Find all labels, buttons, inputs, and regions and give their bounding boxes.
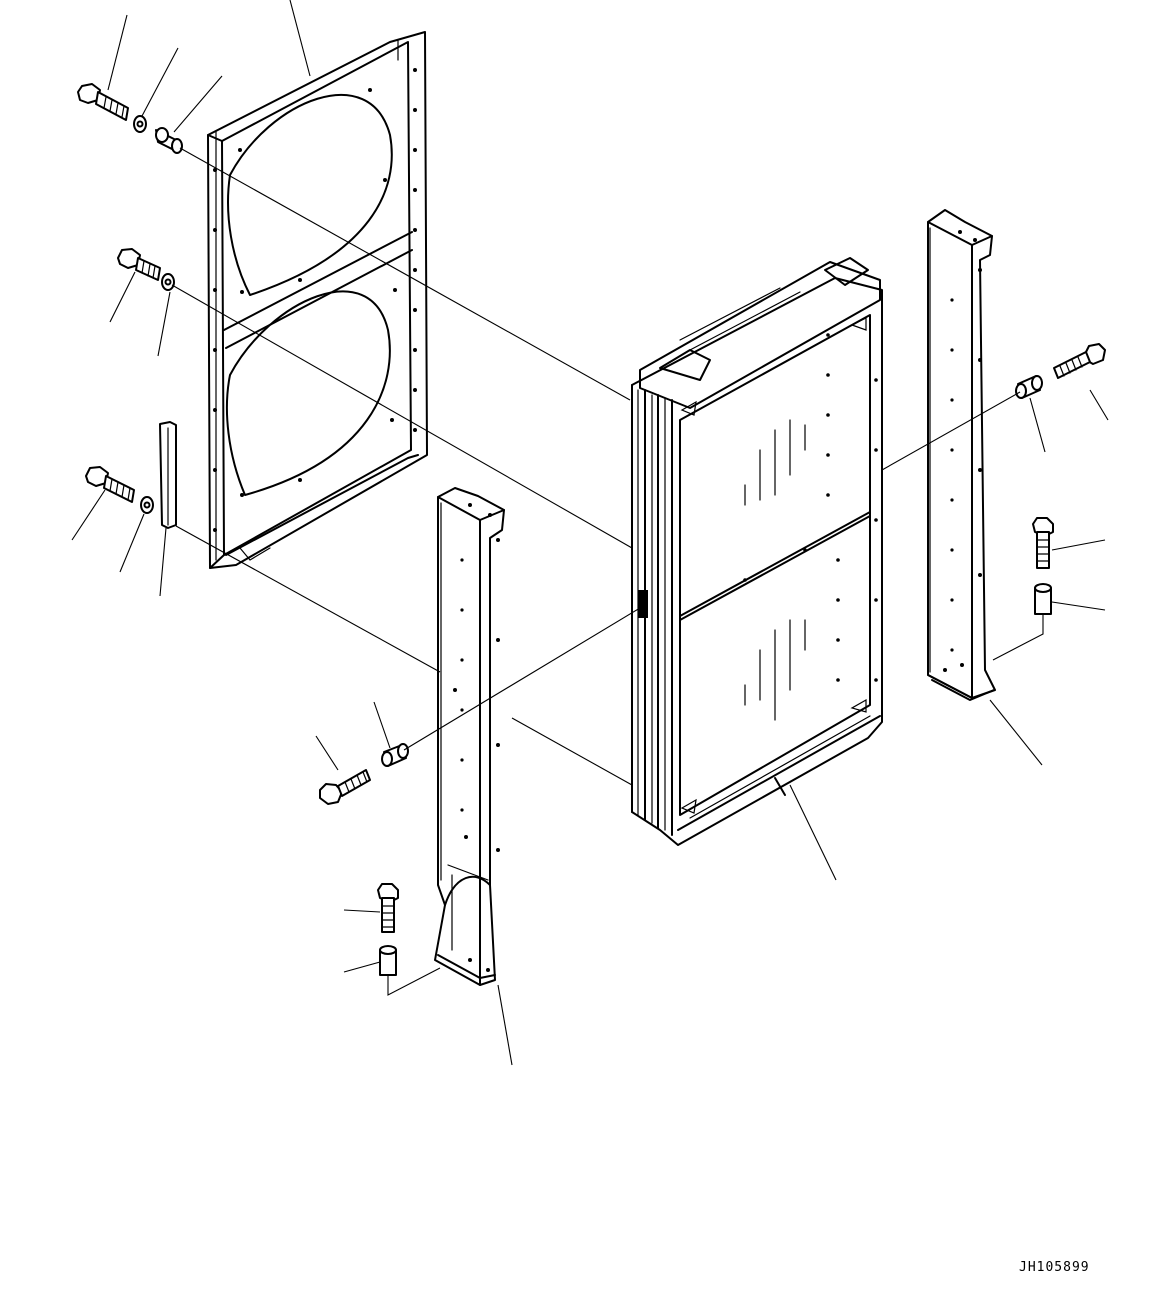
radiator-core	[631, 257, 883, 846]
fan-shroud	[207, 31, 428, 569]
left-support	[434, 487, 505, 986]
spacer-vertical-right	[1034, 583, 1052, 615]
bolt-mid-left	[117, 248, 161, 281]
drawing-id-label: JH105899	[1019, 1260, 1090, 1275]
assembly-lines	[171, 147, 1044, 996]
bolt-top-left	[77, 83, 129, 121]
washer-mid-left	[161, 273, 175, 291]
shim-plate	[159, 421, 177, 529]
spacer-lower-center	[381, 743, 409, 767]
bolt-vertical-bottom	[377, 883, 399, 933]
bolt-right	[1053, 343, 1106, 379]
washer-lower-left	[140, 496, 154, 514]
spacer-vertical-bottom	[379, 945, 397, 976]
spacer-right	[1015, 375, 1043, 399]
right-support	[927, 209, 996, 701]
washer-top-left	[133, 115, 147, 133]
spacer-top-left	[155, 127, 183, 154]
bolt-lower-left	[85, 466, 135, 503]
bolt-lower-center	[319, 769, 371, 805]
bolt-vertical-right	[1032, 517, 1054, 569]
callout-leaders	[71, 0, 1109, 1066]
